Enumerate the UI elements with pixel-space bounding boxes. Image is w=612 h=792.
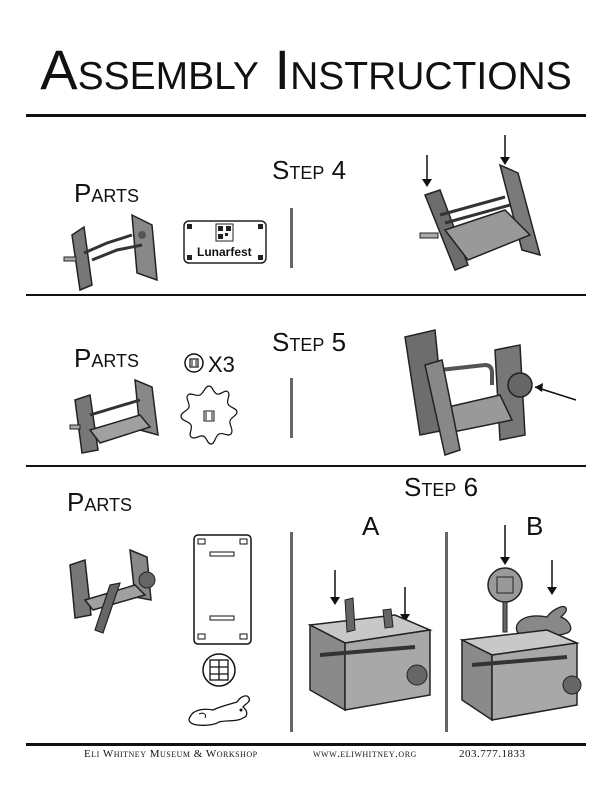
step-4-label: Step 4 [272,155,347,185]
parts-3-assembly-image [69,548,156,634]
footer-org: Eli Whitney Museum & Workshop [84,748,258,760]
section-divider-2 [26,465,586,467]
step-5-label: Step 5 [272,327,347,357]
section-3-divider-left [290,532,293,732]
footer-url[interactable]: www.eliwhitney.org [313,748,417,760]
page-title: Assembly Instructions [40,38,572,101]
section-2-divider [290,378,293,438]
title-divider [26,114,586,117]
gear-part-icon [180,385,238,445]
small-gear-icon [184,353,204,373]
step-4-image [419,135,542,271]
section-divider-1 [26,294,586,296]
step-6b-image [459,525,582,722]
parts-1-assembly-image [63,213,158,292]
footer-divider [26,743,586,746]
rabbit-part-icon [188,695,251,726]
parts-label-3: Parts [67,487,133,517]
substep-b-label: B [526,511,544,541]
section-1-divider [290,208,293,268]
emblem-disc-icon [202,653,236,687]
section-3-divider-right [445,532,448,732]
step-6a-image [307,570,433,712]
parts-2-assembly-image [69,378,159,454]
lunarfest-tag-text: Lunarfest [197,245,252,259]
base-plate-image [193,534,252,645]
parts-label-2: Parts [74,343,140,373]
footer-phone: 203.777.1833 [459,748,526,760]
step-5-image [404,329,577,456]
parts-label-1: Parts [74,178,140,208]
lunarfest-tag-image [183,220,267,264]
quantity-label: X3 [208,352,235,377]
substep-a-label: A [362,511,380,541]
step-6-label: Step 6 [404,472,479,502]
